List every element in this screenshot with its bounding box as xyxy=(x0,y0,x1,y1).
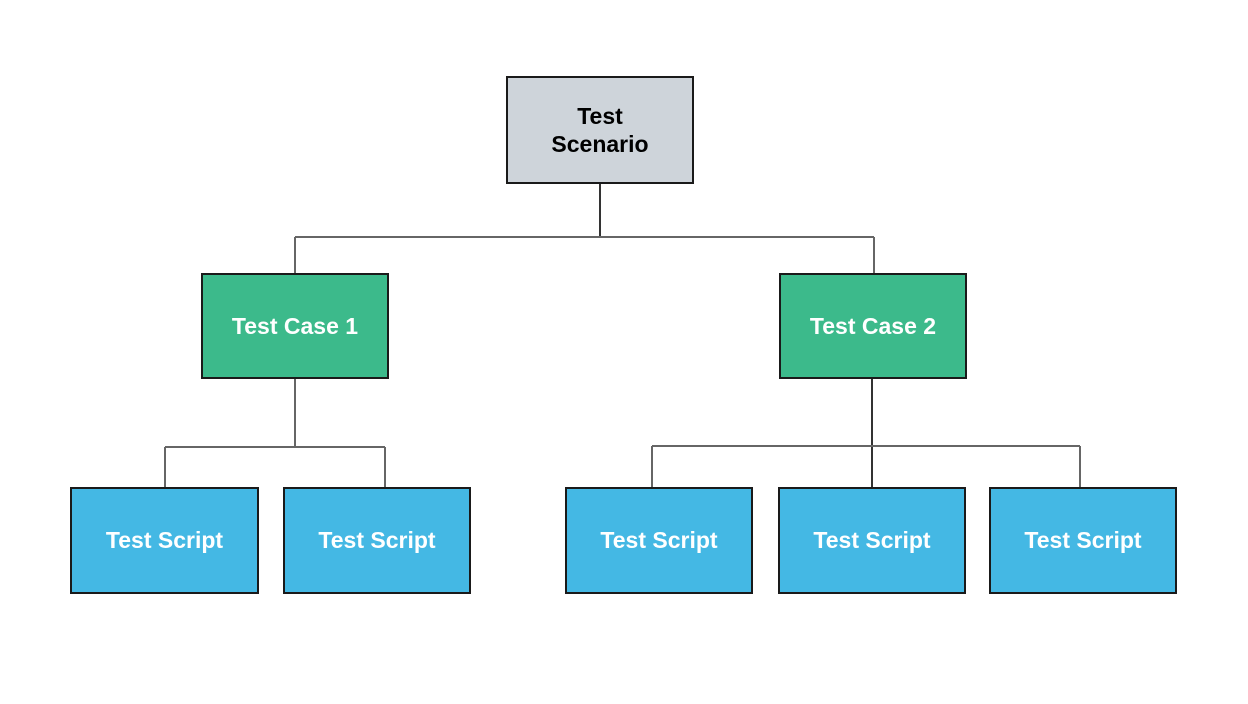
node-test-case-2[interactable]: Test Case 2 xyxy=(779,273,967,379)
node-test-script-4[interactable]: Test Script xyxy=(778,487,966,594)
node-test-script-1[interactable]: Test Script xyxy=(70,487,259,594)
node-test-script-3[interactable]: Test Script xyxy=(565,487,753,594)
node-test-script-3-label: Test Script xyxy=(600,527,718,554)
node-test-script-1-label: Test Script xyxy=(105,527,224,554)
node-test-scenario-label: Test Scenario xyxy=(551,102,649,157)
node-test-script-5[interactable]: Test Script xyxy=(989,487,1177,594)
node-test-case-1-label: Test Case 1 xyxy=(231,312,359,339)
node-test-script-5-label: Test Script xyxy=(1024,527,1142,554)
node-test-case-1[interactable]: Test Case 1 xyxy=(201,273,389,379)
node-test-script-2[interactable]: Test Script xyxy=(283,487,471,594)
node-test-scenario[interactable]: Test Scenario xyxy=(506,76,694,184)
node-test-case-2-label: Test Case 2 xyxy=(809,312,937,339)
node-test-script-2-label: Test Script xyxy=(318,527,436,554)
node-test-script-4-label: Test Script xyxy=(813,527,931,554)
